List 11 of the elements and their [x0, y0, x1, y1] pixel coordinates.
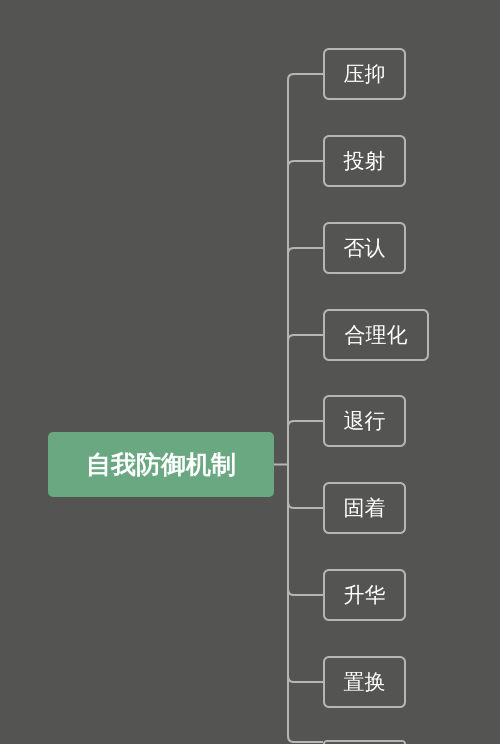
branch-box: 升华	[323, 569, 406, 621]
branch-box: 退行	[323, 395, 406, 447]
connector-line	[274, 464, 323, 743]
topic-box: 自我防御机制	[48, 432, 274, 497]
branch-box	[323, 740, 406, 744]
branch-box: 否认	[323, 222, 406, 274]
branch-box: 合理化	[323, 309, 429, 361]
branch-box: 置换	[323, 656, 406, 708]
branch-box: 固着	[323, 482, 406, 534]
branch-box: 压抑	[323, 48, 406, 100]
branch-box: 投射	[323, 135, 406, 187]
